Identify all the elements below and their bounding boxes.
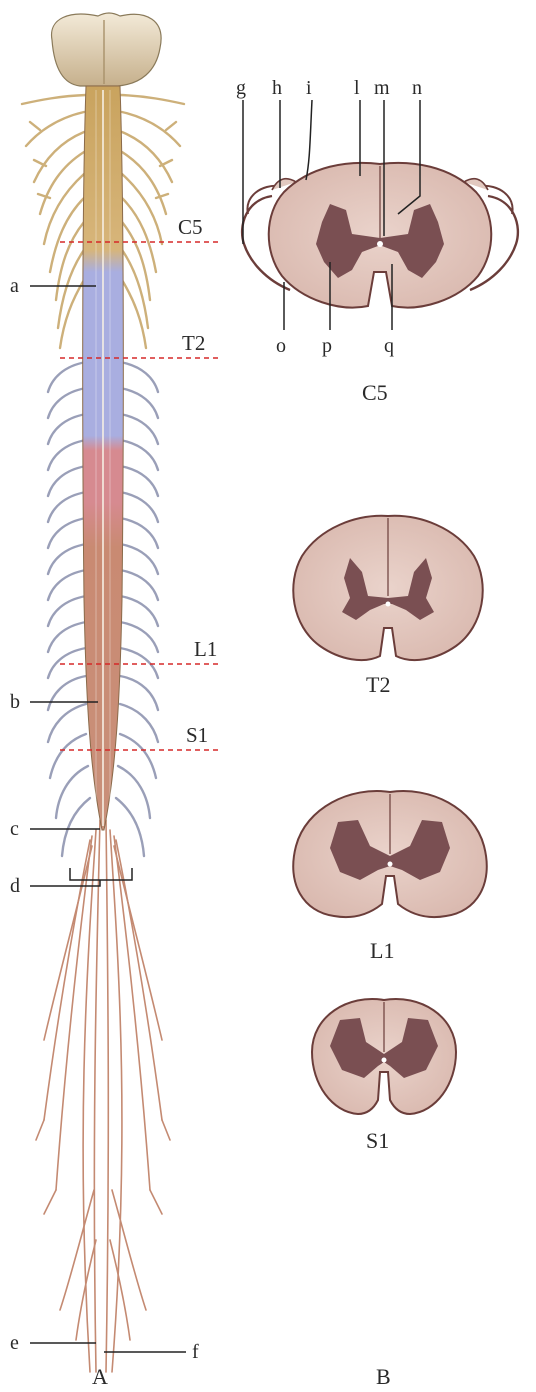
panel-a-caption: A [92, 1364, 108, 1389]
section-caption-s1: S1 [366, 1128, 389, 1153]
section-caption-c5: C5 [362, 380, 388, 405]
label-a: a [10, 275, 19, 297]
label-d: d [10, 875, 20, 897]
label-o: o [276, 335, 286, 357]
label-n: n [412, 77, 422, 99]
label-f: f [192, 1341, 199, 1363]
level-label-c5: C5 [178, 215, 203, 239]
label-c: c [10, 818, 19, 840]
label-p: p [322, 335, 332, 357]
level-label-t2: T2 [182, 331, 205, 355]
panel-b: g h i l m n o p q C5 T2 L1 [236, 77, 518, 1389]
label-b: b [10, 691, 20, 713]
label-h: h [272, 77, 282, 99]
section-caption-l1: L1 [370, 938, 394, 963]
label-q: q [384, 335, 394, 357]
cauda-equina-roots [36, 820, 170, 1372]
section-caption-t2: T2 [366, 672, 390, 697]
panel-b-caption: B [376, 1364, 391, 1389]
label-l: l [354, 77, 360, 99]
label-e: e [10, 1332, 19, 1354]
section-t2 [293, 516, 482, 660]
panel-a: C5 T2 L1 S1 a b c d e f A [10, 13, 218, 1389]
section-l1 [293, 791, 487, 917]
label-g: g [236, 77, 246, 99]
level-label-l1: L1 [194, 637, 217, 661]
section-s1 [312, 999, 456, 1114]
brainstem [52, 13, 162, 86]
level-label-s1: S1 [186, 723, 208, 747]
label-m: m [374, 77, 390, 99]
label-i: i [306, 77, 312, 99]
